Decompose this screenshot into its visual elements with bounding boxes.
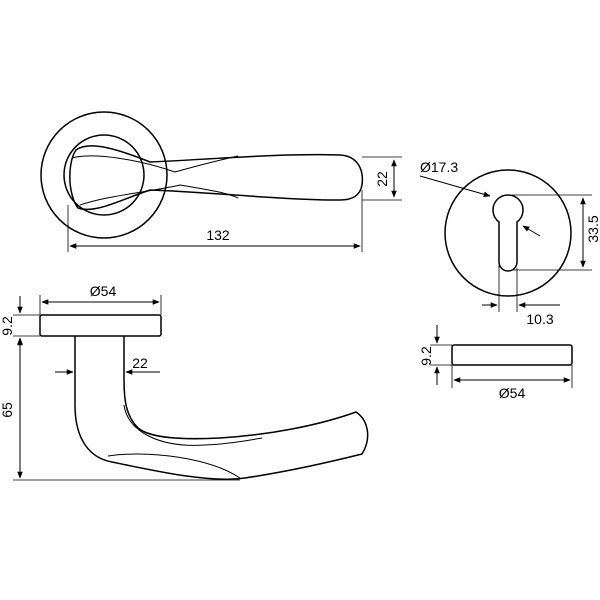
- side-handle-profile: [74, 336, 369, 480]
- side-view: Ø54 9.2 22 65: [0, 283, 369, 481]
- escutcheon-plate: [451, 344, 573, 366]
- top-handle-contour-lower: [79, 184, 239, 206]
- dim-17-3-arrow-lower: [522, 225, 541, 237]
- dim-keyhole-circle: Ø17.3: [420, 159, 458, 175]
- dim-neck-width: 22: [132, 355, 148, 371]
- top-rosette-inner: [63, 134, 145, 216]
- dim-rosette-diameter-top: Ø54: [90, 283, 117, 299]
- escutcheon-front-view: Ø17.3 33.5 10.3: [419, 159, 600, 327]
- dim-escutcheon-thickness: 9.2: [418, 346, 434, 366]
- escutcheon-circle: [444, 169, 572, 297]
- side-rosette: [39, 314, 162, 337]
- top-handle-body: [69, 145, 364, 211]
- top-rosette-outer: [40, 111, 168, 239]
- side-handle-upper-contour: [123, 404, 263, 446]
- keyhole-profile: [492, 194, 524, 272]
- top-handle-contour-upper: [71, 155, 239, 173]
- dim-escutcheon-diameter: Ø54: [499, 385, 526, 401]
- dim-rosette-thickness: 9.2: [0, 316, 15, 336]
- dim-grip-height: 22: [374, 171, 390, 187]
- dim-length: 132: [206, 227, 230, 243]
- side-handle-inner-contour: [107, 453, 241, 479]
- top-view: 22 132: [40, 111, 402, 252]
- dim-17-3-leader: [419, 175, 491, 197]
- dim-projection: 65: [0, 402, 15, 418]
- escutcheon-side-view: 9.2 Ø54: [418, 325, 573, 401]
- dim-keyhole-width: 10.3: [526, 311, 553, 327]
- dim-keyhole-offset: 33.5: [585, 215, 600, 242]
